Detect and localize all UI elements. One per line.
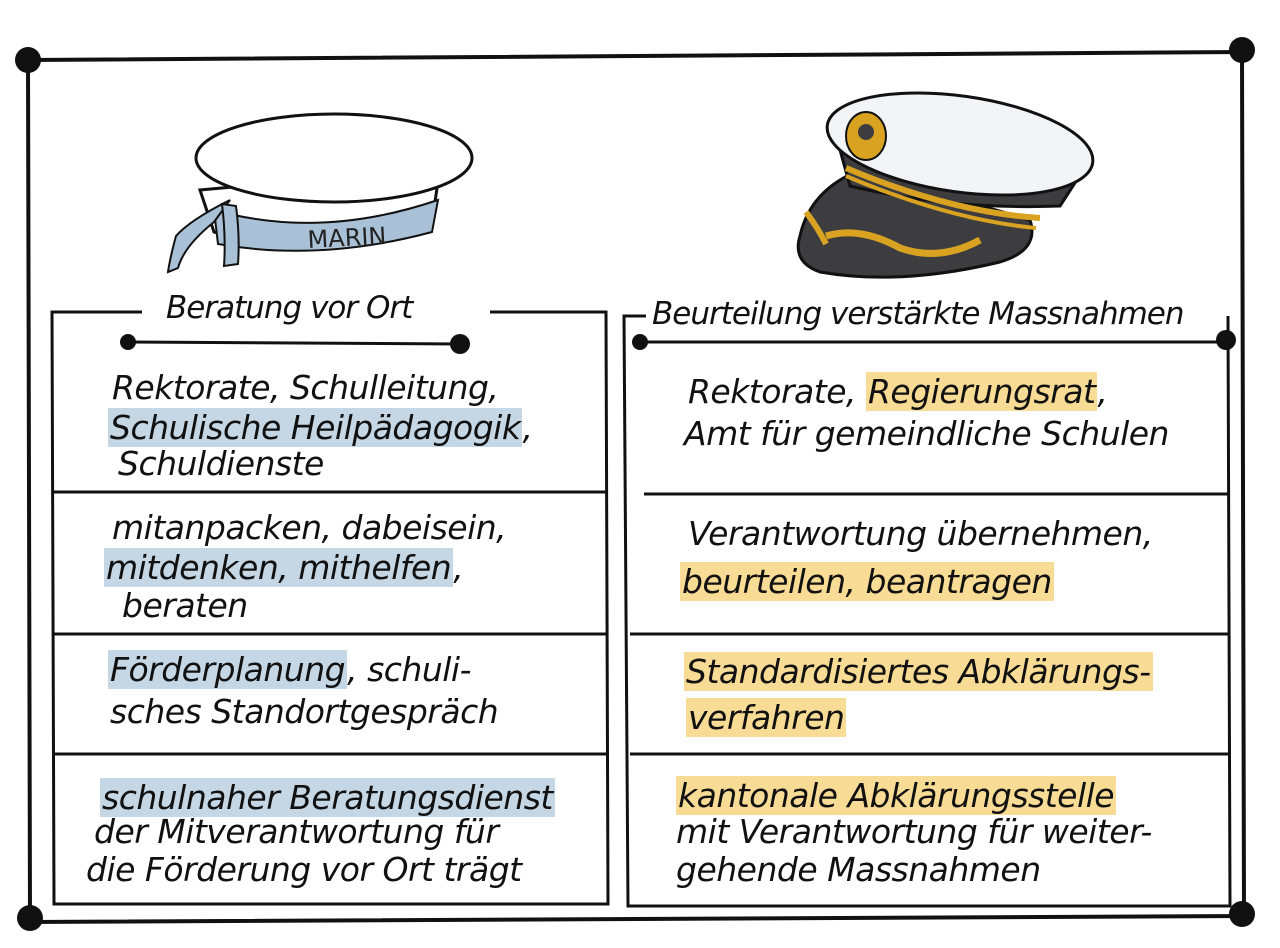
left-header-dot [450, 334, 470, 354]
left-row-3-line-2: sches Standortgespräch [110, 692, 499, 731]
right-row-4-line-1: kantonale Abklärungsstelle [676, 776, 1117, 816]
right-panel-title: Beurteilung verstärkte Massnahmen [646, 296, 1190, 332]
right-panel-box [622, 314, 1232, 908]
right-row-3-line-2: verfahren [686, 698, 847, 738]
sailor-cap-icon: MARIN [166, 112, 474, 274]
left-row-4-line-3: die Förderung vor Ort trägt [86, 850, 522, 889]
frame-corner-dot [1229, 37, 1255, 63]
left-row-4-line-1: schulnaher Beratungsdienst [100, 778, 555, 818]
right-row-4-line-3: gehende Massnahmen [676, 850, 1041, 889]
highlight: kantonale Abklärungsstelle [676, 776, 1117, 815]
left-row-2-line-1: mitanpacken, dabeisein, [112, 508, 507, 547]
highlight: Förderplanung [108, 650, 348, 689]
highlight: Standardisiertes Abklärungs- [684, 652, 1153, 691]
highlight: Regierungsrat [865, 372, 1098, 411]
right-row-2-line-1: Verantwortung übernehmen, [688, 514, 1153, 553]
right-row-4-line-2: mit Verantwortung für weiter- [676, 812, 1152, 851]
cap-band-text: MARIN [307, 222, 387, 254]
left-panel-box [50, 310, 610, 906]
left-header-rule [127, 340, 461, 346]
left-row-3-line-1: Förderplanung, schuli- [108, 650, 471, 689]
highlight: verfahren [686, 698, 847, 737]
frame-corner-dot [17, 905, 43, 931]
right-header-dot [1216, 330, 1236, 350]
highlight: Schulische Heilpädagogik [108, 408, 523, 447]
left-panel-title: Beratung vor Ort [160, 290, 419, 326]
left-row-4-line-2: der Mitverantwortung für [94, 812, 499, 851]
left-row-1-line-1: Rektorate, Schulleitung, [112, 368, 499, 407]
highlight: schulnaher Beratungsdienst [100, 778, 555, 817]
left-row-1-line-3: Schuldienste [118, 444, 324, 483]
captain-cap-icon [796, 91, 1095, 279]
left-row-2-line-2: mitdenken, mithelfen, [104, 548, 464, 587]
right-row-1-line-2: Amt für gemeindliche Schulen [684, 414, 1169, 453]
frame-corner-dot [15, 47, 41, 73]
highlight: beurteilen, beantragen [680, 562, 1054, 601]
right-row-3-line-1: Standardisiertes Abklärungs- [684, 652, 1153, 692]
highlight: mitdenken, mithelfen [104, 548, 454, 587]
frame-corner-dot [1229, 901, 1255, 927]
right-header-dot [632, 334, 648, 350]
left-row-2-line-3: beraten [122, 586, 248, 625]
right-row-1-line-1: Rektorate, Regierungsrat, [688, 372, 1108, 411]
left-row-1-line-2: Schulische Heilpädagogik, [108, 408, 533, 447]
right-row-2-line-2: beurteilen, beantragen [680, 562, 1054, 602]
left-header-dot [120, 334, 136, 350]
